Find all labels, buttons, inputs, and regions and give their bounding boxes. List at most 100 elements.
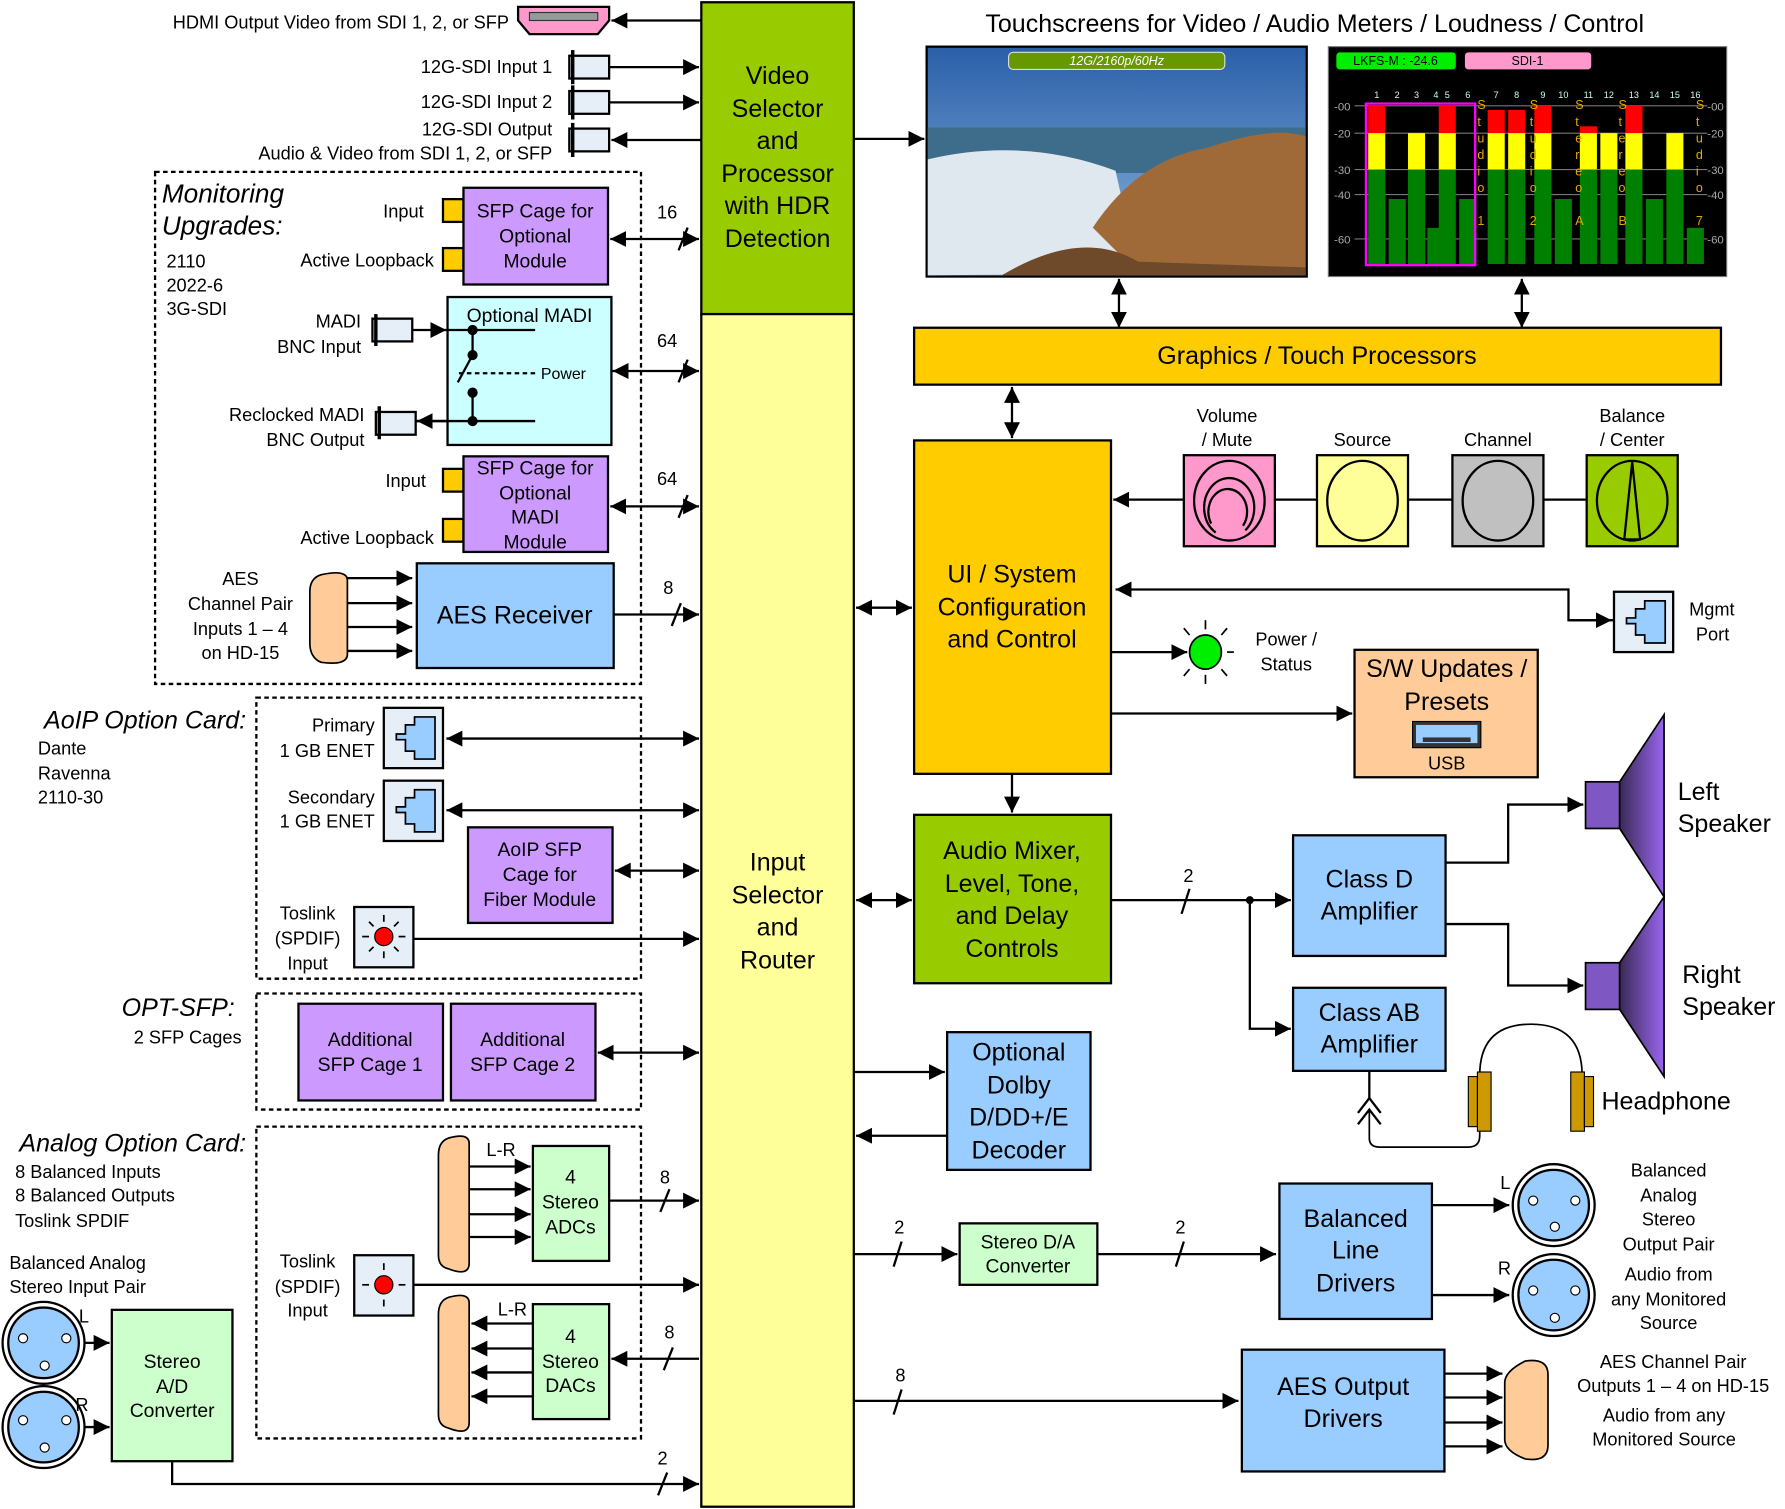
svg-text:Inputs 1 – 4: Inputs 1 – 4	[193, 619, 288, 639]
meter-bar-ch12	[1600, 133, 1618, 170]
db25-connector-icon	[437, 1294, 471, 1432]
bnc-connector-icon	[568, 85, 611, 120]
madi-out-label: BNC Output	[266, 430, 364, 450]
svg-text:any Monitored: any Monitored	[1611, 1289, 1726, 1309]
svg-text:MADI: MADI	[511, 506, 559, 528]
left-speaker-link	[1445, 796, 1584, 864]
meter-bar-ch15	[1666, 133, 1684, 170]
meter-channel-label[interactable]: 9	[1540, 90, 1545, 100]
meter-group-label: r	[1619, 148, 1623, 162]
balance-label: Balance	[1599, 406, 1665, 426]
input-router-block	[700, 312, 855, 1508]
aoip-item: Dante	[38, 739, 87, 759]
meter-channel-label[interactable]: 4	[1433, 90, 1438, 100]
bus-slash	[1180, 888, 1191, 915]
dolby-text: Decoder	[972, 1136, 1067, 1164]
secondary-enet-label: Secondary	[288, 787, 376, 807]
source-badge	[1464, 52, 1592, 70]
video-format-badge	[1008, 51, 1226, 70]
ad-bus	[171, 1461, 700, 1492]
meter-touchscreen[interactable]: LKFS-M : -24.6 SDI-1 -00-00-20-20-30-30-…	[1327, 46, 1728, 278]
dolby-decoder-block	[945, 1031, 1092, 1172]
meter-channel-label[interactable]: 15	[1670, 90, 1680, 100]
meter-group-label: u	[1696, 131, 1703, 145]
lr-label: L-R	[498, 1300, 527, 1320]
bus-slash	[670, 602, 682, 627]
balance-center-knob[interactable]	[1585, 454, 1679, 548]
aes-receiver-label: AES Receiver	[437, 602, 593, 630]
meter-channel-label[interactable]: 11	[1584, 90, 1593, 100]
meter-channel-label[interactable]: 2	[1395, 90, 1400, 100]
opt-sfp-title: OPT-SFP:	[122, 994, 235, 1022]
video-touchscreen[interactable]: 12G/2160p/60Hz	[925, 45, 1308, 278]
meter-group-label: u	[1530, 131, 1537, 145]
analog-option-group	[255, 1125, 643, 1440]
meter-channel-label[interactable]: 13	[1629, 90, 1639, 100]
hdmi-connector-icon	[516, 5, 611, 36]
svg-text:SFP Cage for: SFP Cage for	[477, 458, 594, 480]
meter-channel-label[interactable]: 1	[1374, 90, 1379, 100]
svg-text:Balanced: Balanced	[1631, 1161, 1707, 1181]
sdi-input1-label: 12G-SDI Input 1	[421, 57, 552, 77]
meter-channel-label[interactable]: 14	[1649, 90, 1659, 100]
madi-out-label: Reclocked MADI	[229, 405, 364, 425]
meter-channel-label[interactable]: 16	[1690, 90, 1700, 100]
svg-text:Outputs 1 – 4 on HD-15: Outputs 1 – 4 on HD-15	[1577, 1376, 1769, 1396]
usb-port-icon[interactable]	[1412, 720, 1482, 749]
meter-group-label: i	[1477, 164, 1480, 178]
mgmt-label: Port	[1696, 625, 1729, 645]
right-label: R	[1498, 1259, 1511, 1279]
sw-text: Presets	[1404, 688, 1489, 716]
meter-channel-label[interactable]: 3	[1414, 90, 1419, 100]
sfp2-text: SFP Cage for Optional MADI Module	[477, 458, 594, 554]
mixer-text: Controls	[965, 935, 1058, 963]
adc-text: 4	[565, 1167, 576, 1189]
meter-group-label: d	[1477, 148, 1484, 162]
svg-text:AES Channel Pair: AES Channel Pair	[1600, 1352, 1747, 1372]
meter-bar-ch7	[1487, 133, 1505, 170]
meter-channel-label[interactable]: 7	[1494, 90, 1499, 100]
meter-group-label: S	[1530, 98, 1538, 112]
meter-group-label: 2	[1530, 214, 1537, 228]
svg-text:Audio from: Audio from	[1625, 1264, 1713, 1284]
meter-bar-ch13	[1625, 169, 1643, 265]
analog-item: 8 Balanced Outputs	[15, 1186, 175, 1206]
svg-text:Cage for: Cage for	[503, 864, 578, 886]
source-knob[interactable]	[1315, 454, 1410, 548]
ad-text: Converter	[130, 1400, 215, 1422]
aoip-item: 2110-30	[38, 787, 103, 807]
meter-bar-ch2	[1388, 199, 1406, 265]
meter-channel-label[interactable]: 6	[1465, 90, 1470, 100]
hd15-output-connector-icon	[1503, 1359, 1549, 1461]
meter-channel-label[interactable]: 12	[1604, 90, 1614, 100]
meter-bar-ch12	[1600, 169, 1618, 265]
right-speaker-icon	[1584, 893, 1665, 1080]
meter-scale-label: -20	[1707, 129, 1723, 141]
source-text: SDI-1	[1512, 54, 1544, 68]
bus-slash	[659, 1188, 671, 1213]
meter-channel-label[interactable]: 10	[1558, 90, 1568, 100]
meter-bar-ch16	[1686, 227, 1704, 265]
power-status-label: Power /	[1255, 629, 1318, 649]
channel-knob[interactable]	[1451, 454, 1545, 548]
db25-connector-icon	[437, 1135, 471, 1273]
stereo-dacs-block	[531, 1303, 611, 1421]
xlr-connector-icon	[1, 1384, 86, 1470]
bus-slash	[892, 1389, 903, 1415]
svg-text:Input: Input	[287, 1301, 327, 1321]
madi-power-label: Power	[541, 366, 587, 383]
meter-channel-label[interactable]: 8	[1514, 90, 1519, 100]
meter-group-label: d	[1530, 148, 1537, 162]
meter-channel-label[interactable]: 5	[1445, 90, 1450, 100]
bal-drivers-text: Line	[1332, 1237, 1379, 1265]
meter-bar-ch14	[1645, 199, 1663, 265]
meter-group-label: S	[1619, 98, 1627, 112]
meter-bar-ch8	[1508, 133, 1526, 170]
mgmt-ethernet-port-icon[interactable]	[1612, 590, 1675, 654]
opt-sfp-sub: 2 SFP Cages	[134, 1028, 242, 1048]
svg-text:Detection: Detection	[725, 225, 831, 253]
mgmt-label: Mgmt	[1689, 600, 1734, 620]
volume-mute-knob[interactable]	[1182, 454, 1277, 548]
aoip-sfp-cage	[466, 826, 614, 925]
headphone-icon	[1357, 1023, 1595, 1148]
